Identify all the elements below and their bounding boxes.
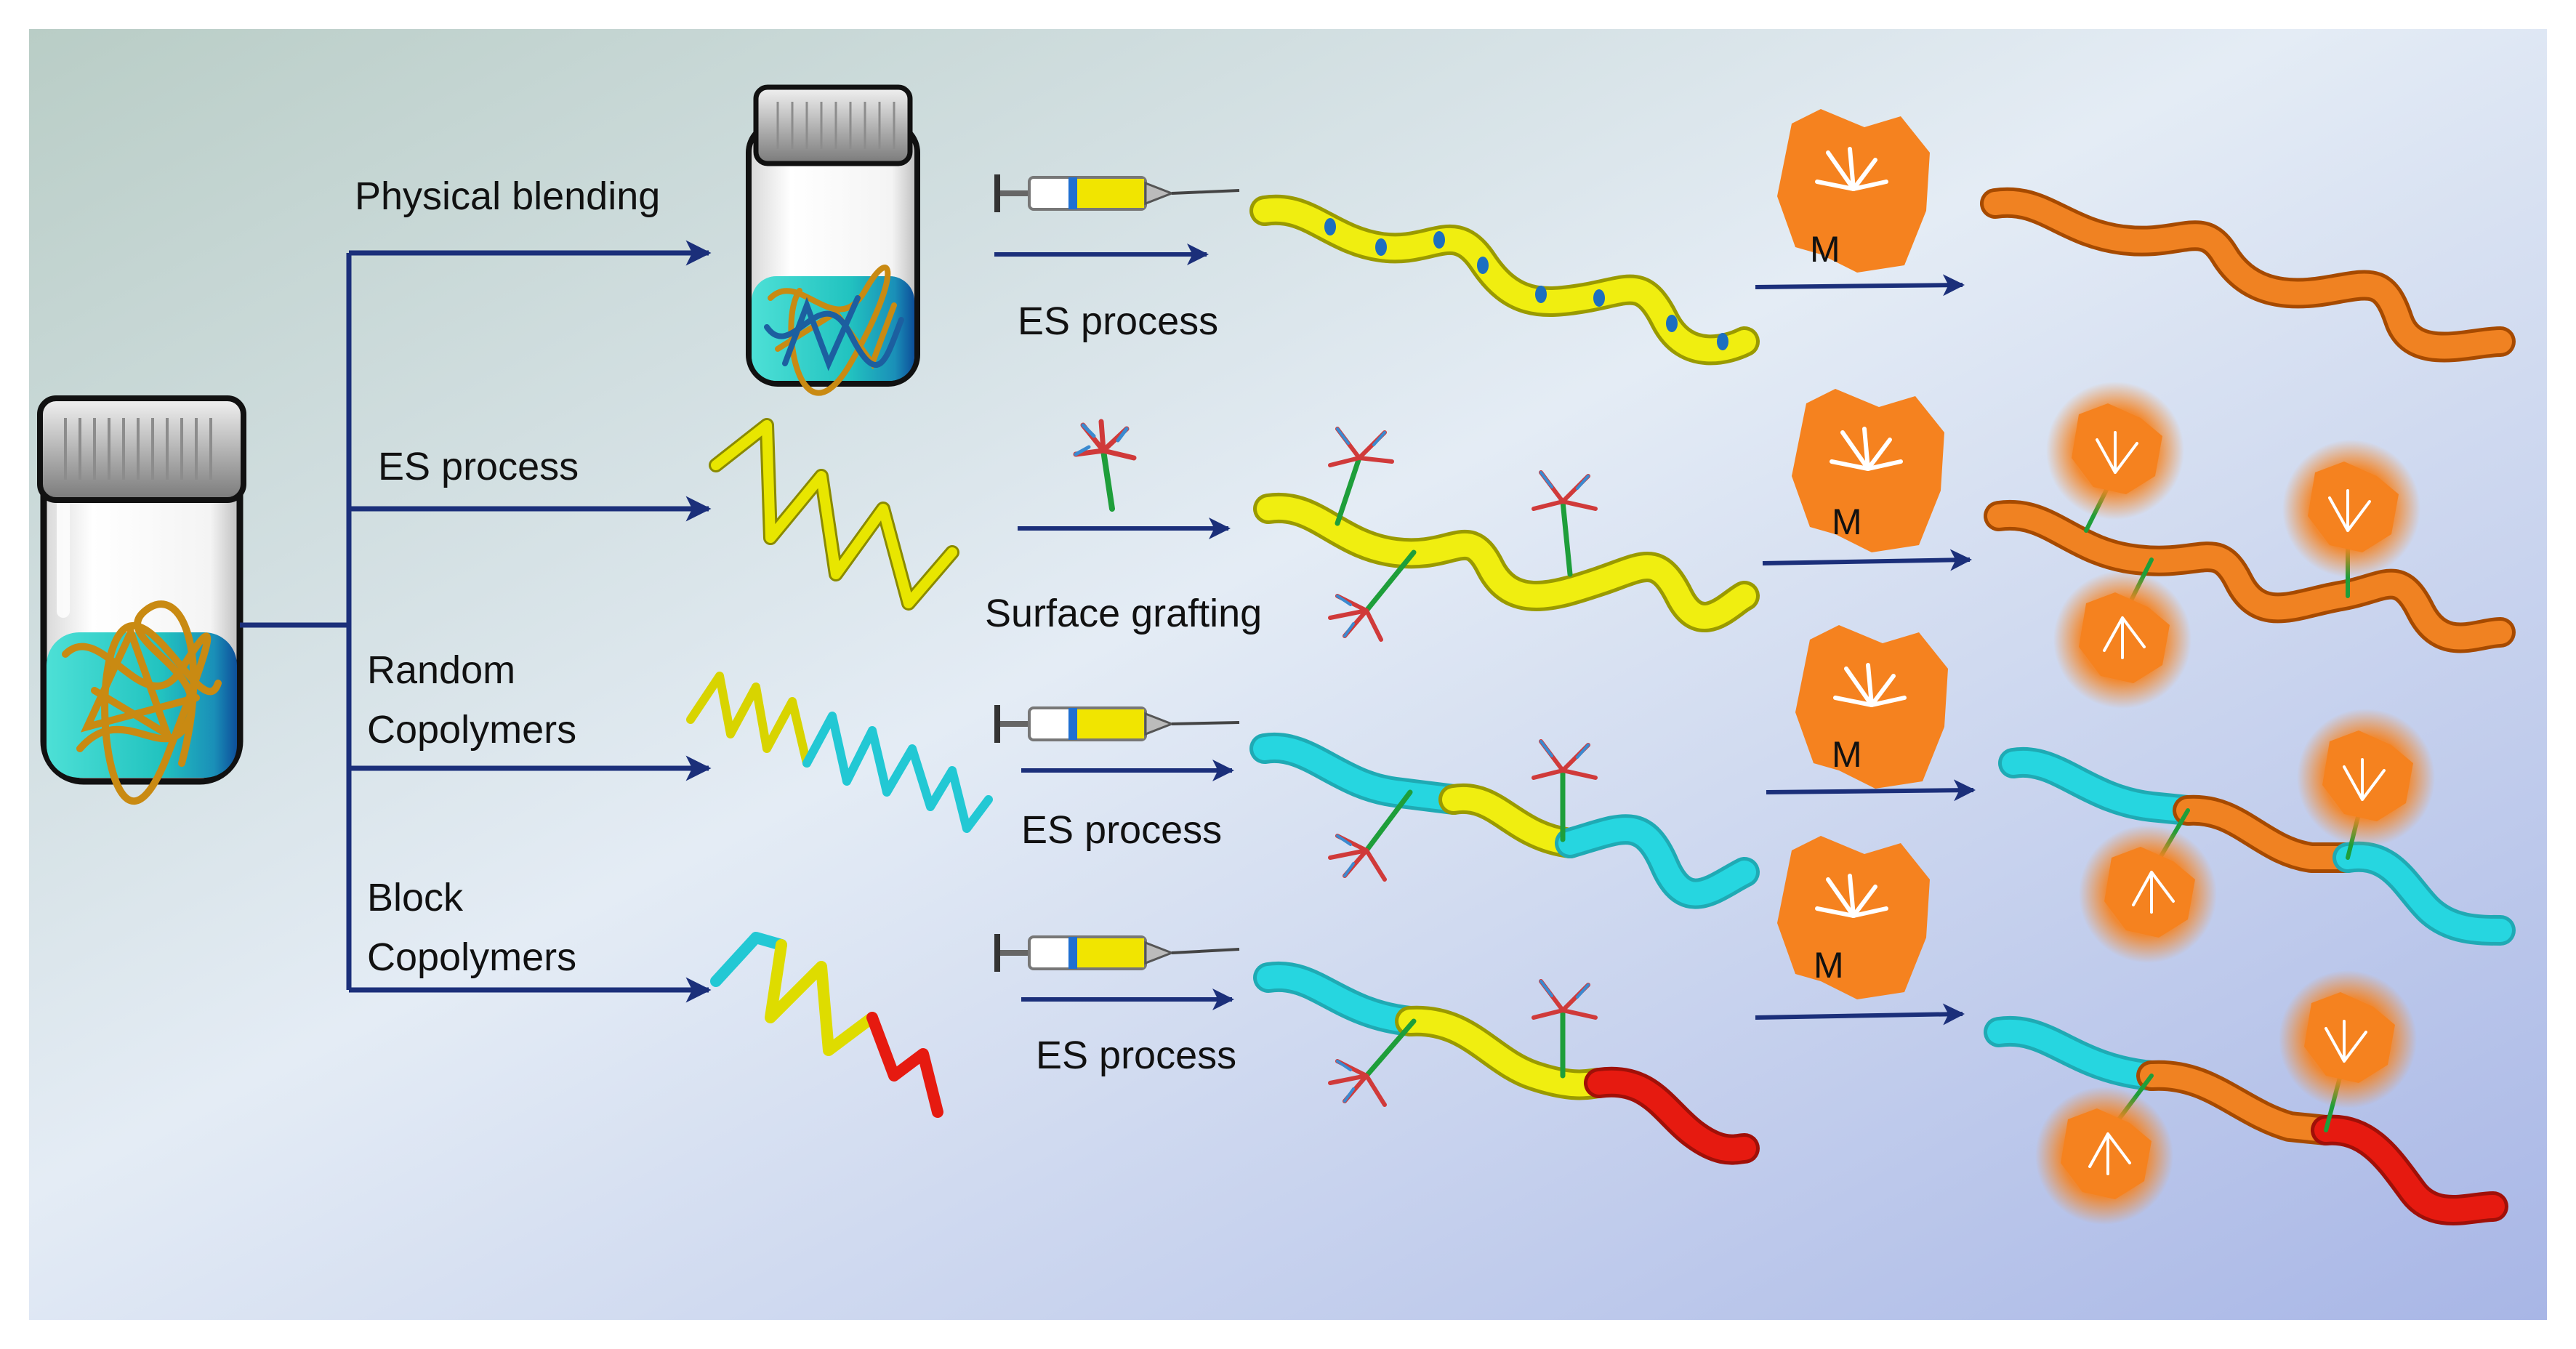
fibers-column5 <box>1980 187 2516 1225</box>
label-random-line2: Copolymers <box>367 708 576 752</box>
fiber-dots <box>1324 218 1728 350</box>
polymer-chains <box>62 600 222 805</box>
label-es-process-3: ES process <box>1021 808 1222 852</box>
label-es-process-4: ES process <box>1036 1034 1236 1077</box>
syringe-3 <box>994 705 1240 743</box>
label-physical-blending: Physical blending <box>355 174 660 218</box>
label-es-process-branch: ES process <box>378 445 579 488</box>
label-m-1: M <box>1810 229 1840 270</box>
label-m-2: M <box>1832 502 1862 542</box>
label-block-line1: Block <box>367 876 464 919</box>
polymer-zigzags <box>686 418 993 1118</box>
label-block-line2: Copolymers <box>367 935 576 979</box>
label-random-line1: Random <box>367 648 515 692</box>
m-arrows <box>1755 274 1976 1026</box>
blend-vial <box>746 84 920 396</box>
grafted-m-column5 <box>2035 382 2435 1225</box>
label-es-process-1: ES process <box>1018 299 1218 343</box>
syringe-1 <box>994 174 1240 212</box>
label-surface-grafting: Surface grafting <box>985 592 1262 635</box>
m-molecules <box>1777 109 1948 999</box>
grafts-column3 <box>1328 427 1598 1107</box>
label-m-4: M <box>1814 945 1844 986</box>
process-arrows <box>994 243 1234 1010</box>
source-vial <box>37 395 246 805</box>
graft-molecule <box>1073 419 1137 512</box>
syringe-4 <box>994 934 1240 972</box>
branch-arrows <box>240 240 712 1003</box>
label-m-3: M <box>1832 734 1862 775</box>
